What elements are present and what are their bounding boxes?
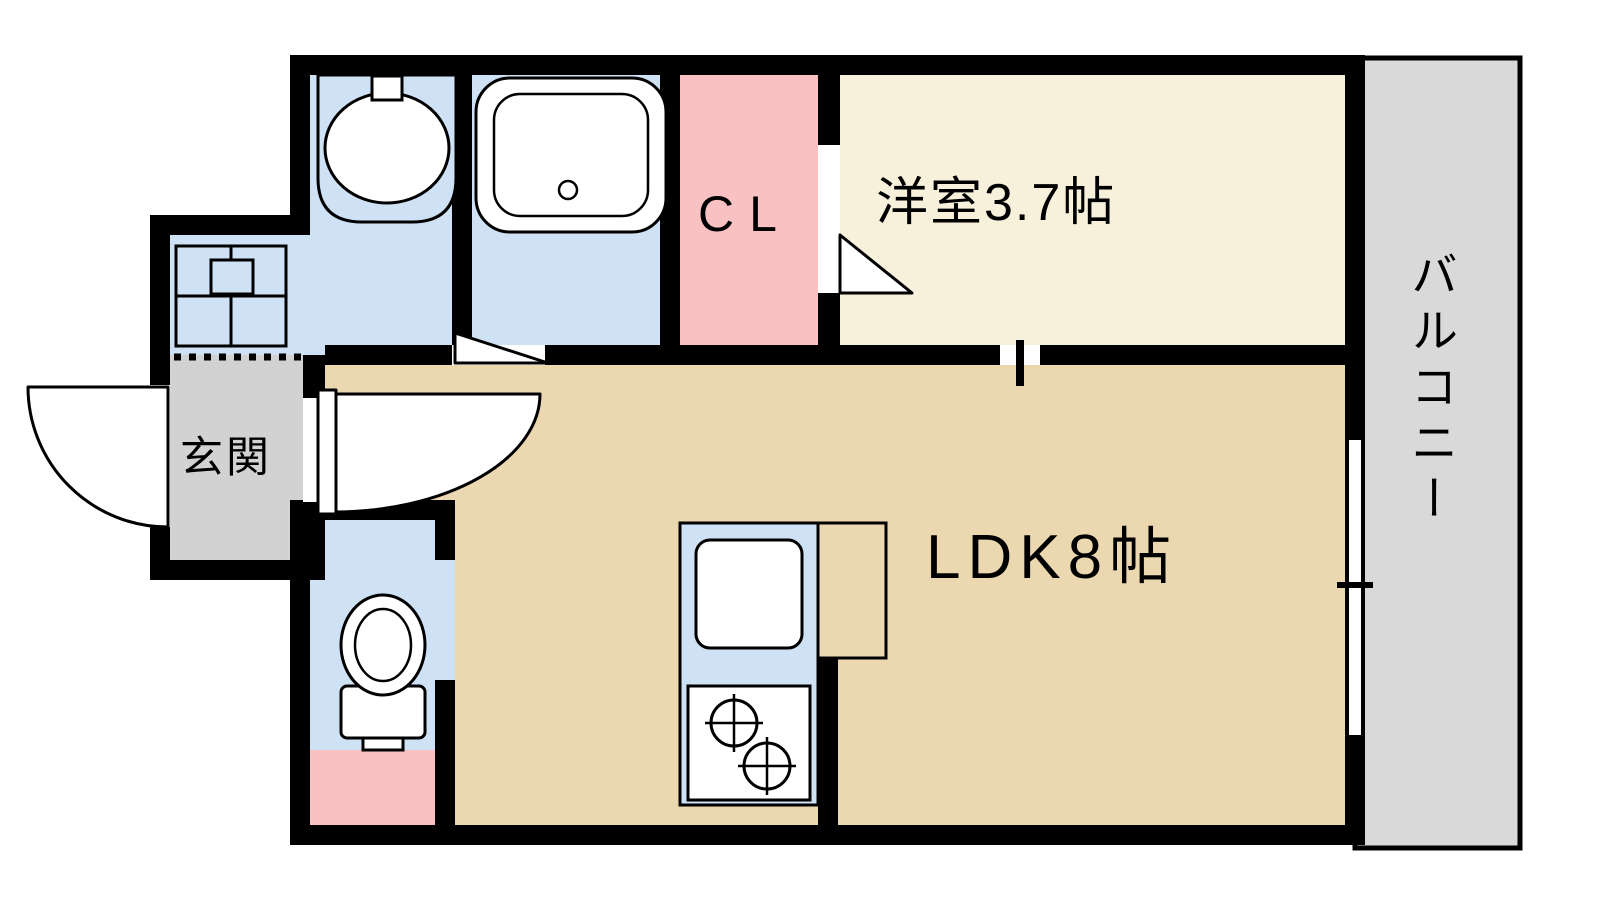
entrance-label: 玄関: [180, 434, 272, 482]
wall-segment: [818, 55, 840, 145]
washroom-door-leaf: [453, 331, 550, 365]
wall-segment: [1345, 55, 1365, 440]
entrance-door-swing: [26, 385, 170, 529]
wall-segment: [435, 680, 455, 825]
walls: [150, 55, 1365, 845]
kitchen-counter-ext: [816, 521, 888, 660]
wall-segment: [435, 500, 455, 560]
western-door-leaf: [838, 233, 914, 295]
wash-basin-icon: [323, 91, 451, 205]
wall-segment: [290, 55, 310, 235]
bathtub-icon: [474, 76, 668, 234]
laundry-pan-box: [209, 258, 255, 296]
wall-segment: [1040, 345, 1365, 365]
window-center-tick: [1337, 582, 1373, 588]
vanity-faucet-icon: [370, 74, 404, 102]
wall-segment: [290, 825, 1365, 845]
bathtub-drain-icon: [557, 179, 579, 201]
hall-door-swing: [332, 392, 542, 514]
balcony-label: バルコニー: [1404, 250, 1457, 530]
wall-segment: [290, 510, 310, 825]
hall-door-leaf: [316, 388, 338, 516]
toilet-bowl-inner: [353, 607, 413, 683]
wall-segment: [150, 215, 310, 235]
closet-floor: [678, 65, 818, 355]
balcony-floor: [1352, 55, 1523, 851]
wall-segment: [150, 560, 325, 580]
western-room-floor: [840, 65, 1355, 355]
toilet-base: [361, 736, 405, 752]
fixtures: [174, 73, 888, 807]
kitchen-sink-icon: [694, 538, 804, 650]
wall-segment: [818, 655, 838, 825]
western-door-opening: [818, 145, 840, 293]
wall-segment: [840, 345, 1000, 365]
wall-segment: [660, 345, 840, 365]
wall-segment: [325, 345, 452, 365]
stove-icon: [686, 684, 812, 802]
wall-segment: [1345, 735, 1365, 845]
toilet-mat: [300, 750, 455, 825]
wall-segment: [545, 345, 680, 365]
entrance-floor: [160, 355, 315, 560]
doors: [26, 233, 914, 529]
partition-tick: [1016, 340, 1024, 386]
bathtub-inner-rim: [492, 92, 650, 218]
western-room-label: 洋室3.7帖: [876, 174, 1117, 232]
ldk-label: LDK8帖: [926, 523, 1179, 592]
closet-label: CL: [698, 186, 792, 242]
